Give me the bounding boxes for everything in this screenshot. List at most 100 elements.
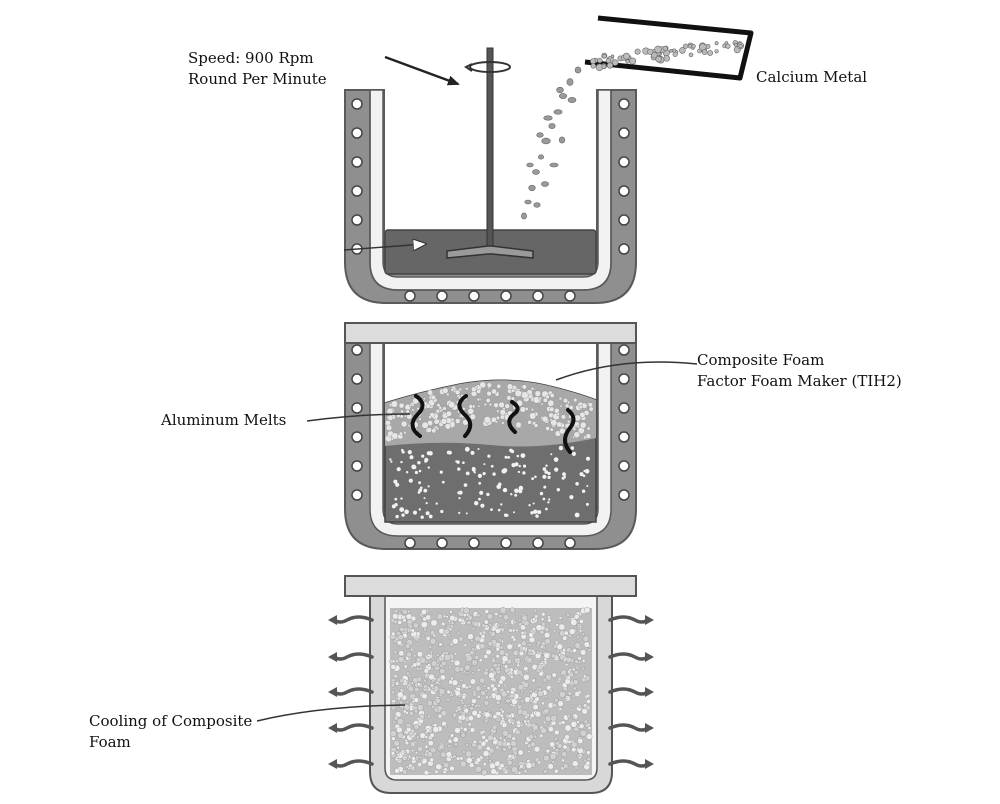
foam-cell [521, 709, 528, 717]
gas-bubble [407, 450, 412, 455]
gas-bubble [427, 485, 430, 488]
foam-bubble [431, 395, 437, 401]
gas-bubble [500, 503, 503, 506]
foam-cell [557, 676, 562, 682]
foam-cell [484, 719, 489, 724]
gas-bubble [462, 461, 465, 465]
gas-bubble [418, 469, 422, 473]
foam-bubble [390, 437, 394, 441]
foam-cell [543, 652, 551, 659]
foam-bubble [442, 406, 447, 411]
foam-cell [559, 654, 566, 661]
foam-bubble [442, 411, 445, 415]
foam-cell [465, 740, 469, 744]
gas-bubble [394, 497, 398, 501]
gas-bubble [477, 448, 480, 450]
calcium-granule [701, 49, 708, 55]
gas-bubble [413, 465, 417, 470]
composite-foam-title: Composite Foam [697, 351, 825, 369]
foam-cell [457, 684, 462, 689]
foam-cell [392, 719, 396, 724]
foam-cell [587, 726, 592, 730]
gas-bubble [423, 497, 426, 500]
heat-arrowhead-right [645, 723, 654, 733]
foam-cell [472, 660, 476, 665]
foam-cell [517, 771, 522, 775]
foam-cell [560, 720, 566, 725]
foam-cell [548, 726, 554, 733]
gas-bubble [554, 467, 559, 472]
furnace-stirring [343, 15, 754, 304]
foam-bubble [399, 431, 403, 436]
foam-bubble [469, 413, 476, 420]
foam-bubble [488, 402, 493, 407]
foam-cell [446, 689, 451, 695]
foam-cell [502, 747, 507, 752]
foam-cell [495, 647, 500, 652]
foam-bubble [428, 415, 432, 419]
foam-cell [579, 729, 587, 737]
foam-bubble [403, 414, 407, 418]
foam-cell [491, 658, 497, 663]
foam-bubble [468, 404, 473, 409]
heat-arrowhead-right [645, 687, 654, 697]
foam-cell [541, 701, 545, 706]
foam-cell [395, 749, 399, 754]
foam-cell [435, 698, 441, 704]
foam-cell [499, 736, 503, 740]
foam-cell [405, 711, 409, 715]
foam-cell [526, 657, 533, 664]
gas-bubble [518, 464, 521, 468]
gas-bubble [522, 471, 526, 475]
foam-cell [485, 746, 491, 751]
foam-bubble [444, 423, 452, 430]
calcium-granule [610, 54, 615, 59]
calcium-granule [611, 59, 619, 66]
gas-bubble [479, 490, 484, 495]
foam-cell [534, 689, 538, 694]
foam-cell [460, 701, 465, 705]
foam-cell [452, 736, 459, 743]
foam-cell [393, 715, 399, 721]
foam-cell [423, 770, 429, 776]
foam-cell [459, 710, 463, 714]
heat-arrowhead-right [645, 652, 654, 662]
gas-bubble [581, 489, 586, 493]
calcium-particle [548, 123, 556, 129]
foam-cell [421, 738, 426, 743]
gas-bubble [400, 460, 403, 464]
calcium-particle [537, 154, 544, 160]
heater-coil [618, 402, 630, 414]
gas-bubble [558, 445, 564, 451]
foam-bubble [416, 407, 420, 411]
gas-bubble [435, 502, 438, 505]
foam-cell [467, 633, 474, 640]
heater-coil [404, 290, 416, 302]
heater-coil [618, 373, 630, 385]
foam-cell [557, 700, 564, 707]
composite-foam-label: Composite Foam Factor Foam Maker (TIH2) [697, 350, 902, 392]
foam-cell [486, 686, 491, 690]
gas-bubble [586, 456, 590, 461]
foam-bubble [400, 420, 408, 428]
foam-cell [586, 693, 591, 698]
heater-coil [532, 290, 544, 302]
heater-coil [564, 290, 576, 302]
heat-arrowhead-right [645, 615, 654, 625]
foam-bubble [467, 407, 475, 415]
foam-bubble [455, 418, 461, 424]
foam-cell [497, 683, 501, 688]
calcium-particle [536, 132, 544, 138]
gas-bubble [550, 453, 553, 456]
foam-cell [499, 763, 505, 769]
gas-bubble [464, 446, 470, 452]
foam-cell [528, 636, 536, 643]
foam-bubble [474, 385, 478, 389]
heater-coil [436, 290, 448, 302]
foam-bubble [427, 389, 433, 396]
gas-bubble [533, 509, 538, 514]
foam-cell [551, 653, 556, 659]
gas-bubble [569, 495, 574, 500]
foam-cell [569, 628, 576, 635]
gas-bubble [483, 463, 486, 466]
